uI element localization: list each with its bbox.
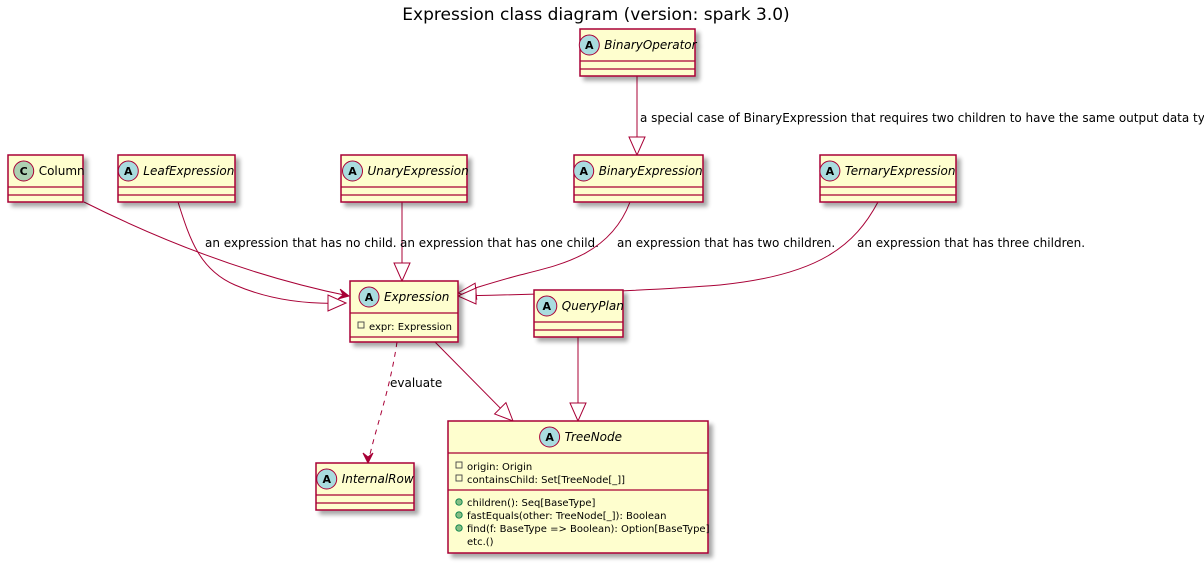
- badge-letter: A: [585, 39, 594, 52]
- class-box: [117, 154, 236, 203]
- abstract-badge-icon: [358, 286, 380, 308]
- class-expression[interactable]: A Expression expr: Expression: [349, 280, 459, 343]
- edge-unaryexpression-to-expression: an expression that has one child.: [393, 202, 599, 283]
- class-internalrow[interactable]: A InternalRow: [315, 462, 415, 511]
- diagram-title: Expression class diagram (version: spark…: [402, 5, 789, 25]
- class-queryplan[interactable]: A QueryPlan: [533, 289, 624, 338]
- class-badge-icon: [13, 160, 35, 182]
- badge-letter: A: [365, 291, 374, 304]
- private-visibility-icon: [455, 474, 463, 482]
- inheritance-arrowhead: [327, 294, 348, 312]
- edge-binaryoperator-to-binaryexpression: a special case of BinaryExpression that …: [628, 76, 1204, 157]
- edge-binaryexpression-to-expression: an expression that has two children.: [456, 201, 835, 300]
- class-name: BinaryOperator: [604, 38, 697, 52]
- edge-label: a special case of BinaryExpression that …: [640, 111, 1204, 125]
- private-visibility-icon: [357, 321, 365, 329]
- public-visibility-icon: [455, 511, 463, 519]
- class-name: TreeNode: [565, 430, 622, 444]
- association-arrowhead: [362, 452, 374, 465]
- badge-letter: A: [322, 473, 331, 486]
- badge-letter: A: [124, 165, 133, 178]
- association-arrowhead: [337, 288, 351, 300]
- class-method: children(): Seq[BaseType]: [467, 498, 596, 509]
- edge-column-to-expression: [83, 201, 351, 300]
- public-visibility-icon: [455, 524, 463, 532]
- badge-letter: C: [20, 165, 28, 178]
- edge-expression-to-treenode: [434, 341, 514, 422]
- edge-label: an expression that has no child.: [205, 236, 397, 250]
- edge-ternaryexpression-to-expression: an expression that has three children.: [456, 201, 1085, 305]
- private-visibility-icon: [455, 461, 463, 469]
- class-field: origin: Origin: [467, 462, 532, 473]
- class-field: containsChild: Set[TreeNode[_]]: [467, 475, 625, 486]
- class-box: [819, 154, 957, 203]
- class-name: Expression: [384, 290, 449, 304]
- inheritance-arrowhead: [393, 262, 411, 283]
- edge-queryplan-to-treenode: [569, 337, 587, 423]
- edge-line: [434, 341, 514, 422]
- class-field: expr: Expression: [369, 322, 452, 333]
- edges-layer: a special case of BinaryExpression that …: [83, 76, 1204, 465]
- class-box: [579, 28, 696, 77]
- class-box: [573, 154, 704, 203]
- abstract-badge-icon: [316, 468, 338, 490]
- edge-line: [83, 201, 350, 297]
- abstract-badge-icon: [539, 426, 561, 448]
- class-column[interactable]: C Column: [7, 154, 85, 203]
- edge-label: evaluate: [390, 376, 442, 390]
- class-name: QueryPlan: [562, 299, 624, 313]
- edge-expression-to-internalrow: evaluate: [362, 341, 442, 465]
- edge-line: [457, 201, 879, 297]
- badge-letter: A: [826, 165, 835, 178]
- edge-label: an expression that has two children.: [617, 236, 835, 250]
- class-name: LeafExpression: [143, 164, 234, 178]
- edge-label: an expression that has one child.: [400, 236, 599, 250]
- class-box: [447, 420, 709, 554]
- class-box: [340, 154, 468, 203]
- class-method: find(f: BaseType => Boolean): Option[Bas…: [467, 524, 710, 535]
- class-treenode[interactable]: A TreeNode origin: Origin containsChild: Se…: [447, 420, 710, 554]
- abstract-badge-icon: [573, 160, 595, 182]
- class-ternaryexpression[interactable]: A TernaryExpression: [819, 154, 957, 203]
- inheritance-arrowhead: [628, 136, 646, 157]
- inheritance-arrowhead: [569, 402, 587, 423]
- class-name: Column: [39, 164, 85, 178]
- abstract-badge-icon: [536, 295, 558, 317]
- class-method: fastEquals(other: TreeNode[_]): Boolean: [467, 511, 667, 522]
- class-method: etc.(): [467, 537, 494, 548]
- class-name: InternalRow: [342, 472, 414, 486]
- abstract-badge-icon: [819, 160, 841, 182]
- edge-line: [367, 341, 398, 464]
- edge-line: [177, 201, 347, 304]
- inheritance-arrowhead: [493, 401, 514, 422]
- public-visibility-icon: [455, 498, 463, 506]
- class-leafexpression[interactable]: A LeafExpression: [117, 154, 236, 203]
- badge-letter: A: [543, 300, 552, 313]
- class-binaryexpression[interactable]: A BinaryExpression: [573, 154, 704, 203]
- class-name: BinaryExpression: [599, 164, 703, 178]
- class-unaryexpression[interactable]: A UnaryExpression: [340, 154, 469, 203]
- edge-label: an expression that has three children.: [857, 236, 1085, 250]
- badge-letter: A: [348, 165, 357, 178]
- class-name: UnaryExpression: [368, 164, 469, 178]
- abstract-badge-icon: [342, 160, 363, 182]
- edge-leafexpression-to-expression: an expression that has no child.: [177, 201, 397, 312]
- class-binaryoperator[interactable]: A BinaryOperator: [578, 28, 698, 77]
- inheritance-arrowhead: [456, 287, 477, 305]
- badge-letter: A: [579, 165, 588, 178]
- badge-letter: A: [545, 431, 554, 444]
- abstract-badge-icon: [117, 160, 139, 182]
- abstract-badge-icon: [578, 34, 600, 56]
- class-name: TernaryExpression: [845, 164, 956, 178]
